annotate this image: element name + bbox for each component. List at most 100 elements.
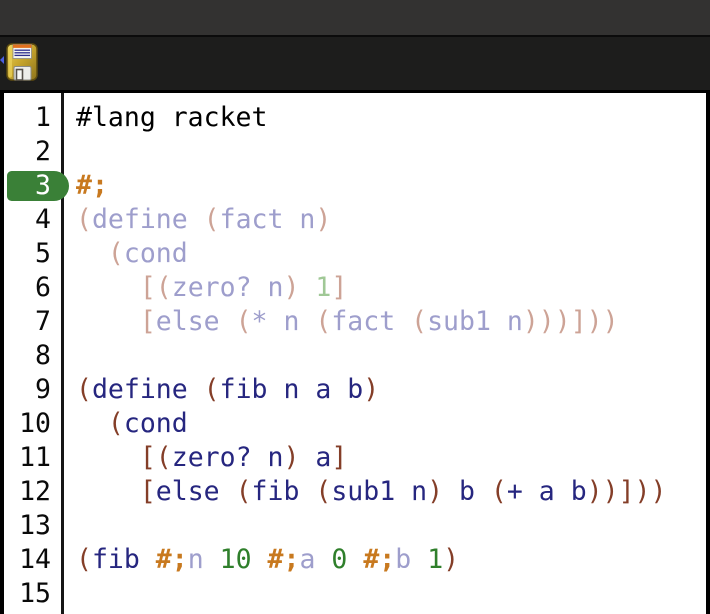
code-token xyxy=(76,306,140,337)
code-token: [( xyxy=(139,272,172,303)
code-line[interactable]: 4 (define (fact n) xyxy=(4,203,706,237)
line-number: 14 xyxy=(19,544,51,575)
code-token: define xyxy=(91,374,204,405)
code-text: #; xyxy=(62,169,706,203)
line-number: 7 xyxy=(35,306,51,337)
code-line[interactable]: 13 xyxy=(4,509,706,543)
code-token: [ xyxy=(139,476,156,507)
code-token: ( xyxy=(315,476,332,507)
code-token: zero? n xyxy=(171,272,284,303)
panel-collapse-arrow-icon[interactable] xyxy=(0,56,4,64)
code-line[interactable]: 5 (cond xyxy=(4,237,706,271)
code-token xyxy=(411,544,427,575)
code-token: 10 xyxy=(219,544,252,575)
code-token: ) xyxy=(283,272,316,303)
code-token: n xyxy=(187,544,204,575)
code-token: fib xyxy=(251,476,316,507)
code-token: ) xyxy=(443,544,460,575)
code-token: ( xyxy=(490,476,507,507)
code-token: #lang racket xyxy=(76,102,268,133)
code-token xyxy=(252,544,268,575)
code-text xyxy=(62,509,706,543)
code-line[interactable]: 8 xyxy=(4,339,706,373)
code-token: b xyxy=(395,544,412,575)
code-text: [(zero? n) a] xyxy=(62,441,706,475)
code-token: ( xyxy=(76,544,92,575)
code-token: ) xyxy=(283,442,316,473)
code-token: )))])) xyxy=(522,306,619,337)
code-line[interactable]: 2 xyxy=(4,135,706,169)
code-token: fib n a b xyxy=(219,374,364,405)
code-token: define xyxy=(91,204,204,235)
code-token: fact xyxy=(331,306,412,337)
code-text: [else (* n (fact (sub1 n)))])) xyxy=(62,305,706,339)
line-number: 10 xyxy=(19,408,51,439)
title-bar xyxy=(0,0,710,37)
code-token: cond xyxy=(123,408,188,439)
code-token: else xyxy=(155,476,236,507)
line-number: 9 xyxy=(35,374,51,405)
code-text: (fib #;n 10 #;a 0 #;b 1) xyxy=(62,543,706,577)
code-text: (cond xyxy=(62,407,706,441)
code-token: sub1 n xyxy=(427,306,523,337)
line-number: 1 xyxy=(35,102,51,133)
code-token: ( xyxy=(235,306,252,337)
code-token xyxy=(315,544,331,575)
code-text: [else (fib (sub1 n) b (+ a b))])) xyxy=(62,475,706,509)
code-line[interactable]: 12 [else (fib (sub1 n) b (+ a b))])) xyxy=(4,475,706,509)
code-token: #; xyxy=(76,170,108,201)
code-token: ))])) xyxy=(586,476,667,507)
code-line[interactable]: 14(fib #;n 10 #;a 0 #;b 1) xyxy=(4,543,706,577)
code-token: ] xyxy=(331,442,348,473)
code-token: fact n xyxy=(219,204,316,235)
code-token xyxy=(204,544,220,575)
code-line[interactable]: 15 xyxy=(4,577,706,611)
line-number: 4 xyxy=(35,204,51,235)
code-line[interactable]: 7 [else (* n (fact (sub1 n)))])) xyxy=(4,305,706,339)
code-text: (define (fact n) xyxy=(62,203,706,237)
code-token: #; xyxy=(363,544,396,575)
code-line[interactable]: 3 #; xyxy=(4,169,706,203)
code-token: ( xyxy=(107,238,124,269)
code-line[interactable]: 11 [(zero? n) a] xyxy=(4,441,706,475)
code-text: (define (fib n a b) xyxy=(62,373,706,407)
code-line[interactable]: 10 (cond xyxy=(4,407,706,441)
code-token: b xyxy=(459,476,491,507)
line-number: 12 xyxy=(19,476,51,507)
code-token: [ xyxy=(139,306,156,337)
line-highlight-pill xyxy=(7,171,69,201)
code-token: + a b xyxy=(506,476,587,507)
code-token: [( xyxy=(139,442,172,473)
line-number: 2 xyxy=(35,136,51,167)
code-token: a xyxy=(299,544,316,575)
code-token: ( xyxy=(76,374,92,405)
toolbar xyxy=(0,37,710,90)
line-number: 13 xyxy=(19,510,51,541)
code-line[interactable]: 9(define (fib n a b) xyxy=(4,373,706,407)
code-token: a xyxy=(315,442,332,473)
code-token: * n xyxy=(251,306,316,337)
code-token xyxy=(76,476,140,507)
save-icon xyxy=(6,43,38,81)
code-token: else xyxy=(155,306,236,337)
code-token: ) xyxy=(427,476,459,507)
line-number: 5 xyxy=(35,238,51,269)
code-token: ) xyxy=(363,374,380,405)
code-token: ( xyxy=(203,374,220,405)
code-line[interactable]: 6 [(zero? n) 1] xyxy=(4,271,706,305)
code-text xyxy=(62,339,706,373)
code-text xyxy=(62,577,706,611)
save-button[interactable] xyxy=(6,43,38,81)
code-token: zero? n xyxy=(171,442,284,473)
line-number: 8 xyxy=(35,340,51,371)
gutter-separator xyxy=(61,93,64,614)
code-line[interactable]: 1 #lang racket xyxy=(4,101,706,135)
code-token xyxy=(76,442,140,473)
line-number: 15 xyxy=(19,578,51,609)
code-token: ( xyxy=(411,306,428,337)
code-token: #; xyxy=(155,544,188,575)
line-number: 3 xyxy=(35,170,51,201)
